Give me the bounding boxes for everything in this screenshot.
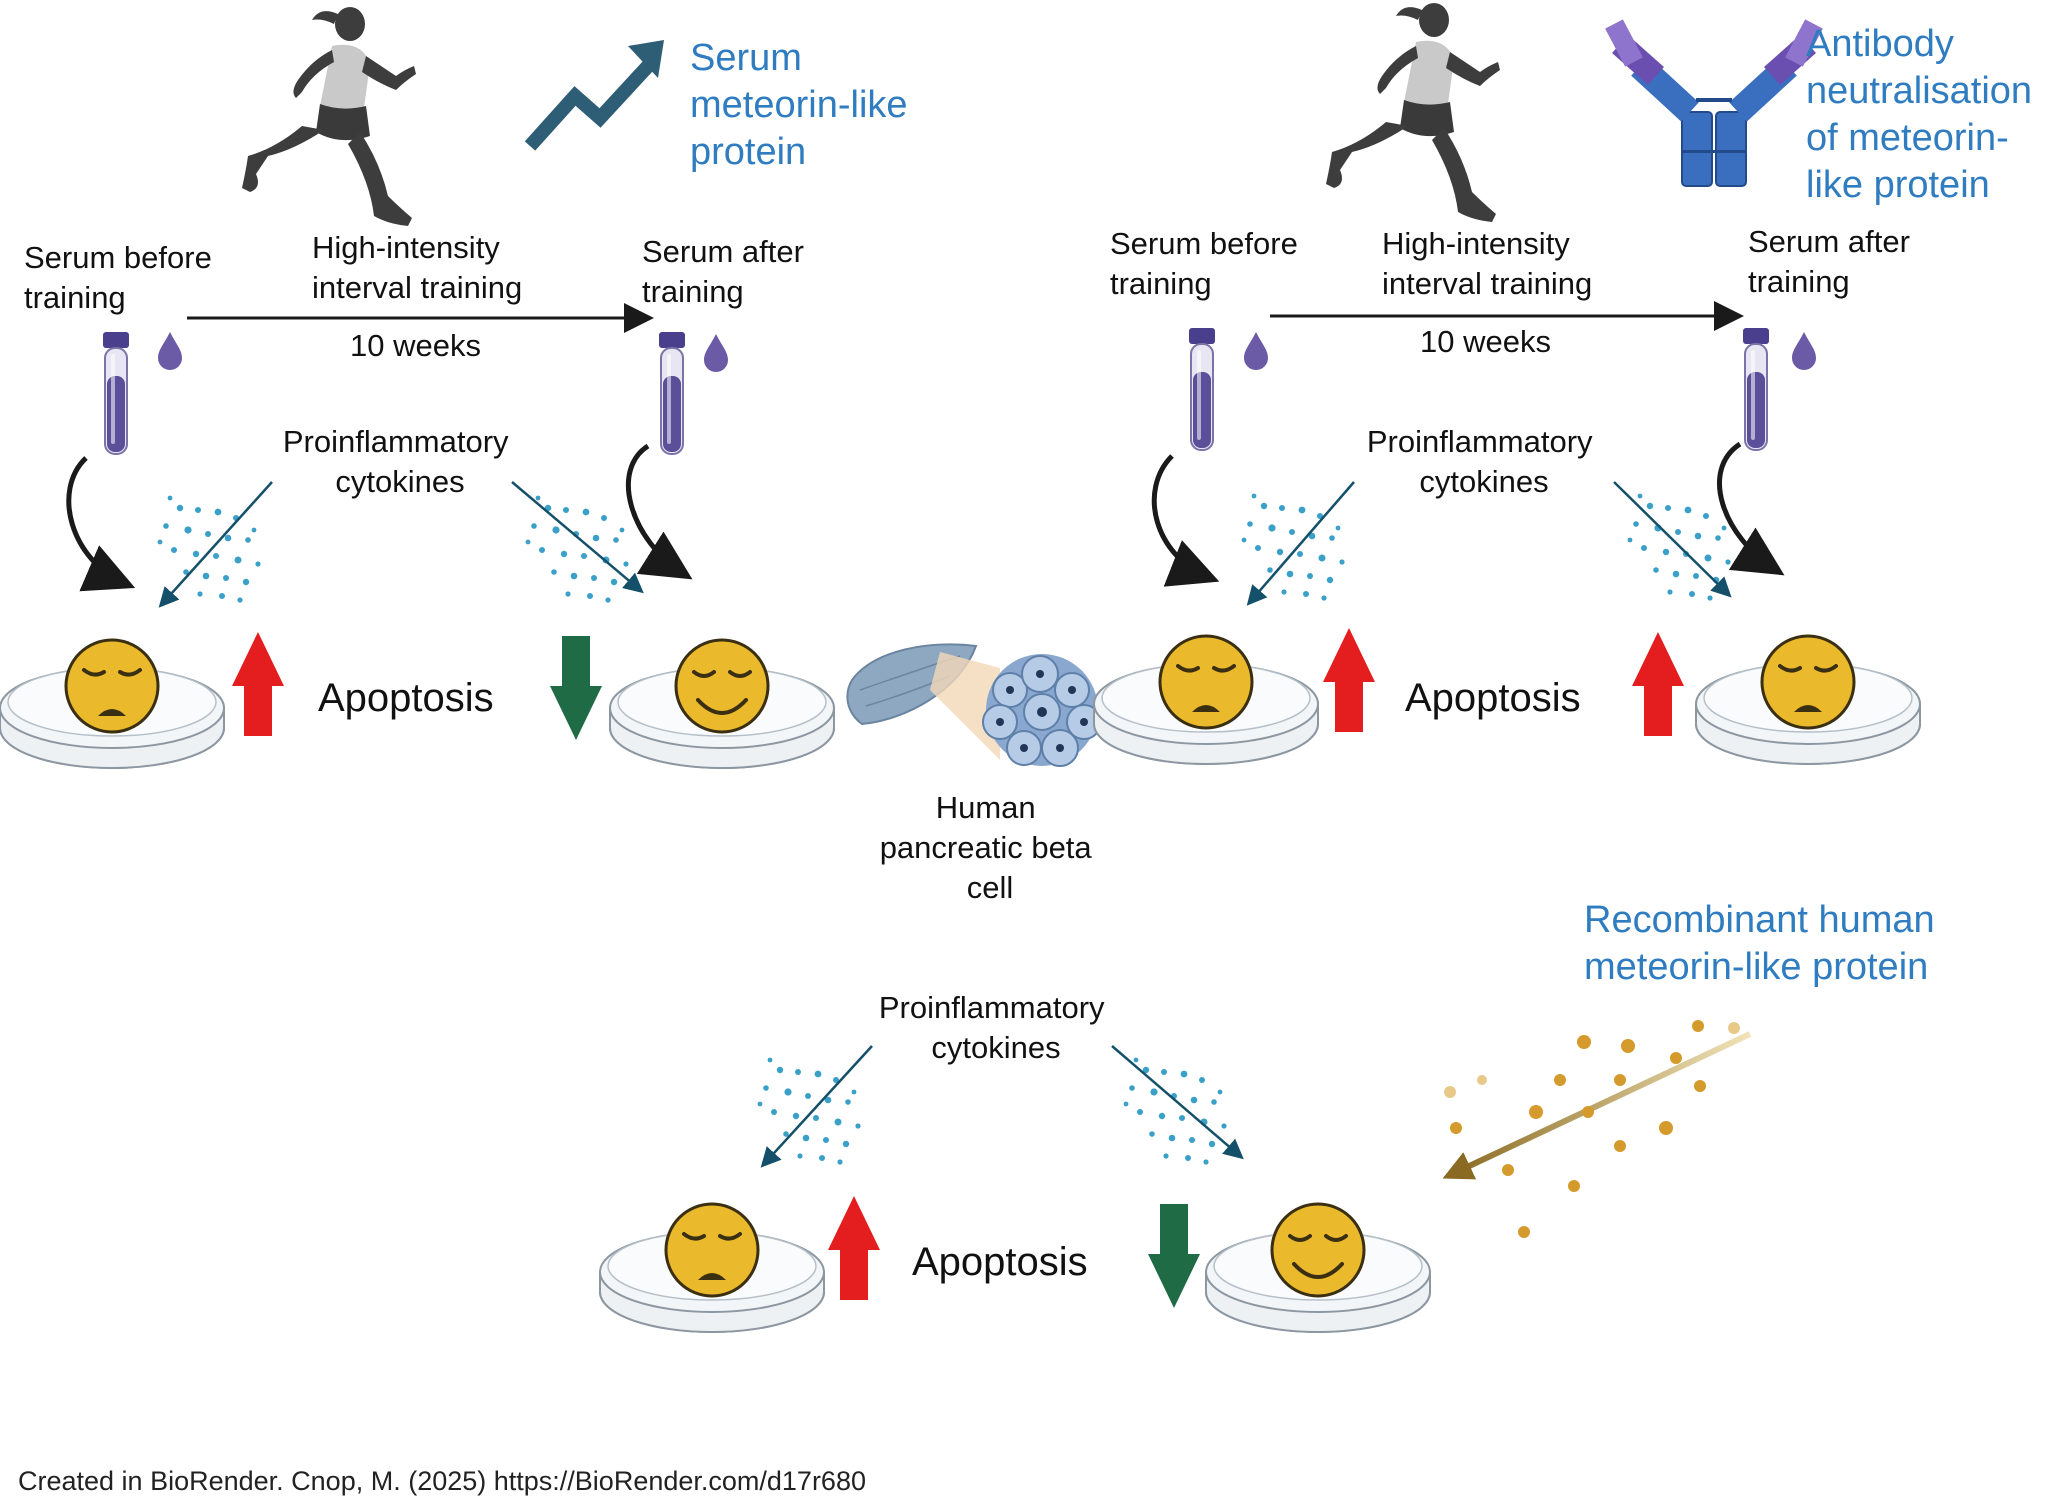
sad-face-icon	[1760, 634, 1856, 730]
cytokine-spray-icon	[1241, 493, 1731, 601]
right-panel: Antibody neutralisation of meteorin- lik…	[1093, 3, 2043, 765]
trend-up-arrow-icon	[524, 40, 664, 151]
cytokine-arrow	[1111, 1045, 1244, 1160]
blood-tube-icon	[1742, 327, 1770, 451]
droplet-icon	[158, 332, 182, 370]
credit-line: Created in BioRender. Cnop, M. (2025) ht…	[18, 1466, 866, 1496]
serum-meteorin-note: Serum meteorin-like protein	[690, 37, 918, 173]
duration-label: 10 weeks	[1420, 324, 1551, 359]
apoptosis-label: Apoptosis	[1405, 676, 1581, 720]
sad-face-icon	[664, 1202, 760, 1298]
cytokine-arrow	[760, 1045, 873, 1168]
pancreas-illustration	[846, 643, 1000, 760]
islet-cells-icon	[982, 654, 1102, 767]
bottom-panel: Recombinant human meteorin-like protein …	[599, 899, 1945, 1333]
droplet-icon	[1244, 332, 1268, 370]
decrease-arrow-icon	[550, 636, 602, 740]
runner-icon	[242, 7, 416, 226]
runner-icon	[1326, 3, 1500, 222]
cytokine-arrow	[511, 481, 644, 594]
cytokines-label: Proinflammatory cytokines	[1367, 424, 1601, 499]
cytokines-label: Proinflammatory cytokines	[283, 424, 517, 499]
curved-arrow	[1151, 454, 1220, 587]
increase-arrow-icon	[828, 1196, 880, 1300]
apoptosis-label: Apoptosis	[318, 676, 494, 720]
cytokine-arrow	[158, 481, 273, 608]
antibody-icon	[1605, 19, 1823, 187]
blood-tube-icon	[102, 331, 130, 455]
serum-before-label: Serum before training	[24, 240, 220, 315]
happy-face-icon	[674, 638, 770, 734]
curved-arrow	[66, 456, 136, 592]
recombinant-protein-particles-icon	[1442, 1020, 1752, 1238]
happy-face-icon	[1270, 1202, 1366, 1298]
increase-arrow-icon	[1323, 628, 1375, 732]
blood-tube-icon	[1188, 327, 1216, 451]
training-label: High-intensity interval training	[1382, 226, 1592, 301]
increase-arrow-icon	[232, 632, 284, 736]
left-panel: Serum meteorin-like protein Serum before…	[0, 7, 918, 769]
serum-before-label: Serum before training	[1110, 226, 1306, 301]
cytokine-spray-icon	[157, 495, 629, 603]
blood-tube-icon	[658, 331, 686, 455]
cytokine-arrow	[1246, 481, 1355, 606]
sad-face-icon	[1158, 634, 1254, 730]
antibody-note: Antibody neutralisation of meteorin- lik…	[1806, 23, 2043, 206]
sad-face-icon	[64, 638, 160, 734]
serum-after-label: Serum after training	[642, 234, 813, 309]
curved-arrow	[625, 443, 693, 580]
beta-cell-label: Human pancreatic beta cell	[880, 790, 1101, 905]
duration-label: 10 weeks	[350, 328, 481, 363]
droplet-icon	[1792, 332, 1816, 370]
training-label: High-intensity interval training	[312, 230, 522, 305]
cytokine-arrow	[1613, 481, 1732, 598]
serum-after-label: Serum after training	[1748, 224, 1919, 299]
cytokines-label: Proinflammatory cytokines	[879, 990, 1113, 1065]
apoptosis-label: Apoptosis	[912, 1240, 1088, 1284]
curved-arrow	[1717, 441, 1785, 576]
decrease-arrow-icon	[1148, 1204, 1200, 1308]
cytokine-spray-icon	[757, 1057, 1227, 1165]
droplet-icon	[704, 334, 728, 372]
recombinant-label: Recombinant human meteorin-like protein	[1584, 899, 1945, 988]
increase-arrow-icon	[1632, 632, 1684, 736]
